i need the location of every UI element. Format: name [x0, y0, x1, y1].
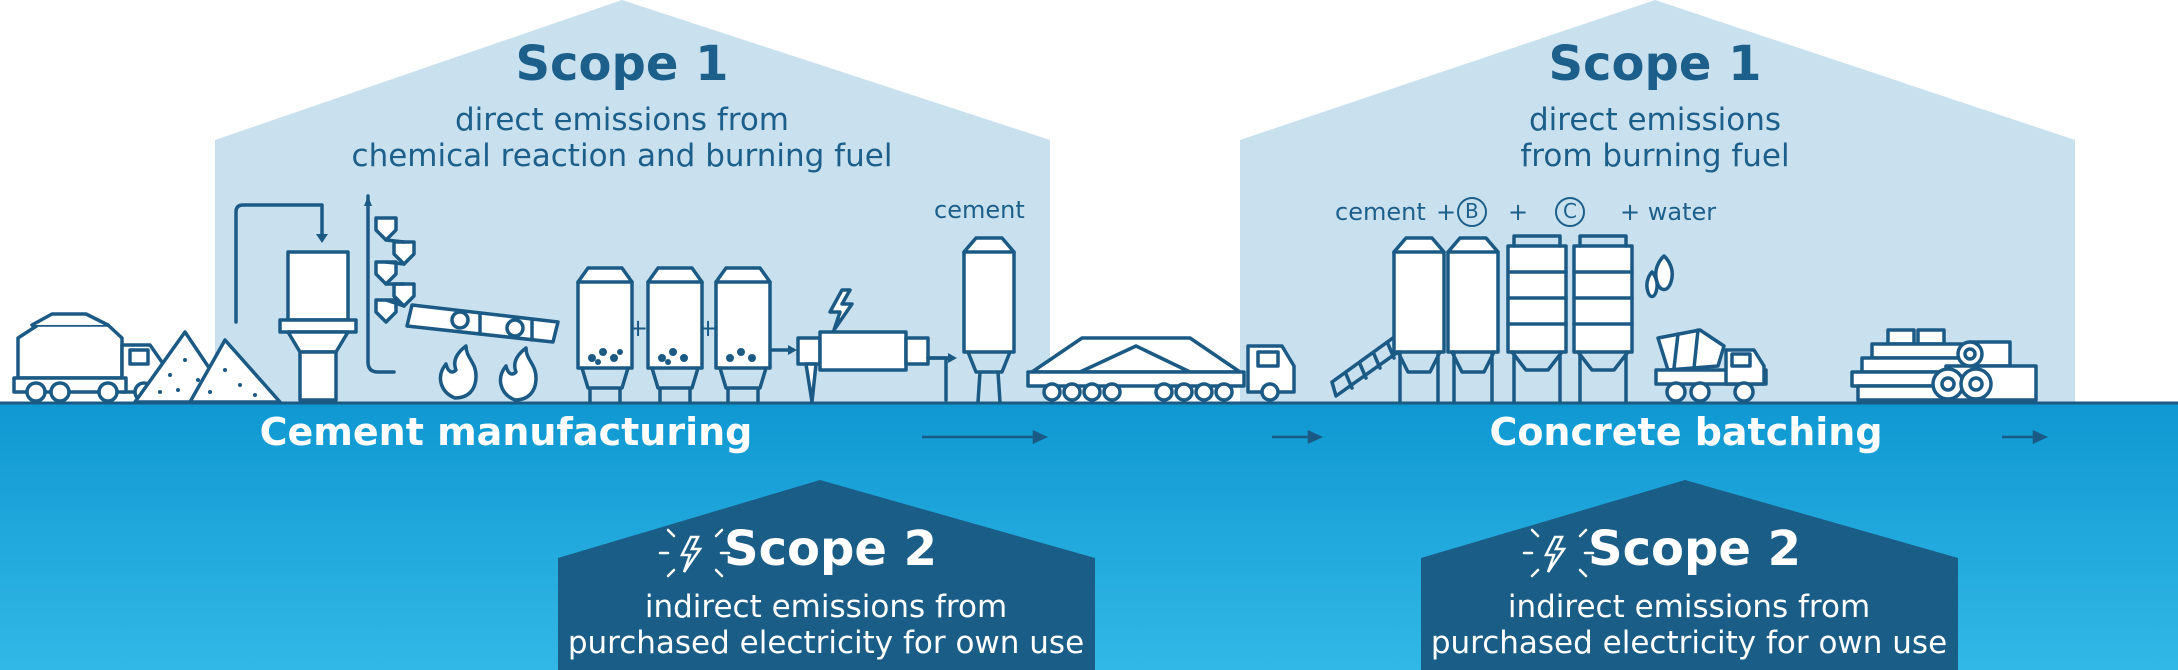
scope1-left-line1: direct emissions from — [454, 102, 790, 138]
silo-icon — [1392, 236, 1446, 404]
feed-line — [234, 203, 324, 324]
precast-products-icon — [1850, 328, 2038, 402]
flame-icon — [438, 344, 478, 400]
plus-sign: + — [628, 314, 648, 342]
scope2-right-house — [1421, 480, 1958, 670]
scope2-left-line2: purchased electricity for own use — [567, 625, 1085, 661]
aggregate-pile-icon — [133, 330, 282, 404]
silo-icon — [1446, 236, 1500, 404]
scope2-right-title: Scope 2 — [1588, 521, 1802, 577]
scope2-left-title: Scope 2 — [724, 521, 938, 577]
arrow-icon — [2002, 430, 2049, 444]
recipe-water-label: + water — [1620, 198, 1717, 226]
lightning-icon — [1522, 528, 1595, 578]
cement-silo-icon — [962, 236, 1016, 404]
scope1-right-title: Scope 1 — [1548, 36, 1762, 92]
recipe-ingredient-c: C — [1563, 199, 1577, 223]
cement-manufacturing-label: Cement manufacturing — [259, 410, 753, 454]
cyclone-preheater-icon — [364, 194, 416, 374]
silo-icon — [576, 266, 634, 404]
arrow-icon — [922, 430, 1049, 444]
concrete-mixer-truck-icon — [1654, 328, 1768, 403]
scope1-right-line2: from burning fuel — [1520, 138, 1790, 174]
silo-icon — [646, 266, 704, 404]
preheater-tower-icon — [278, 250, 358, 402]
concrete-batching-label: Concrete batching — [1489, 410, 1883, 454]
recipe-ingredient-b: B — [1465, 199, 1479, 223]
ingredient-c-circle — [1555, 197, 1585, 227]
silo-icon — [714, 266, 772, 404]
water-drop-icon — [1645, 254, 1674, 299]
ingredient-b-circle — [1457, 197, 1487, 227]
rotary-kiln-icon — [405, 303, 560, 344]
scope2-right-line1: indirect emissions from — [1507, 589, 1871, 625]
conveyor-icon — [1330, 328, 1414, 398]
cement-product-label: cement — [934, 196, 1025, 224]
cement-mill-icon — [770, 330, 957, 404]
scope2-left-line1: indirect emissions from — [644, 589, 1008, 625]
flame-icon — [498, 346, 538, 402]
trailer-truck-icon — [1026, 336, 1296, 402]
dump-truck-icon — [12, 312, 166, 403]
scope2-left-house — [558, 480, 1095, 670]
recipe-cement-label: cement — [1335, 198, 1426, 226]
scope1-left-line2: chemical reaction and burning fuel — [351, 138, 893, 174]
silo-icon — [1506, 234, 1568, 404]
recipe-plus-c: + — [1508, 198, 1529, 226]
lightning-icon — [828, 288, 854, 332]
arrow-icon — [1272, 430, 1324, 444]
scope1-right-line1: direct emissions — [1528, 102, 1782, 138]
recipe-plus-b: + — [1436, 198, 1457, 226]
plus-sign: + — [698, 314, 718, 342]
lightning-icon — [658, 528, 731, 578]
scope2-right-line2: purchased electricity for own use — [1430, 625, 1948, 661]
silo-icon — [1572, 234, 1634, 404]
scope1-left-title: Scope 1 — [515, 36, 729, 92]
